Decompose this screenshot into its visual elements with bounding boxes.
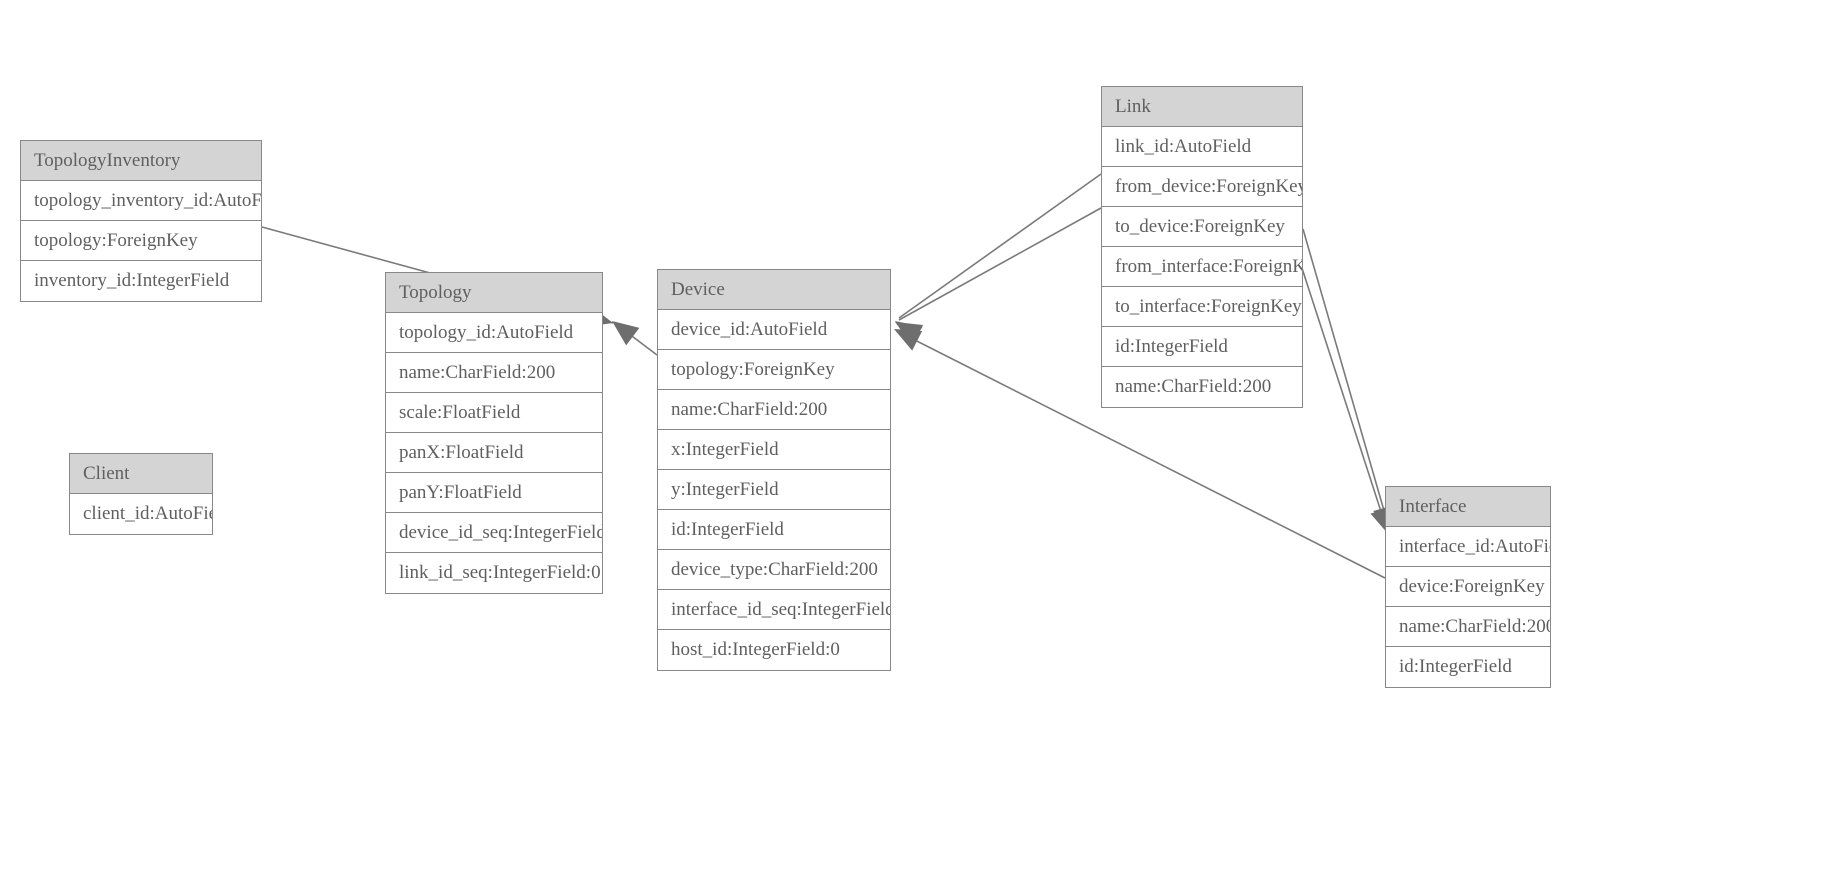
entity-field-row[interactable]: inventory_id:IntegerField (21, 261, 261, 301)
entity-field-row[interactable]: device_id_seq:IntegerField:0 (386, 513, 602, 553)
entity-title-link: Link (1102, 87, 1302, 127)
entity-field-row[interactable]: name:CharField:200 (386, 353, 602, 393)
entity-field-row[interactable]: name:CharField:200 (1386, 607, 1550, 647)
relation-arrowhead-link-to_device (895, 322, 924, 345)
entity-field-row[interactable]: panX:FloatField (386, 433, 602, 473)
relation-line-link-from_interface (1302, 228, 1390, 529)
relation-arrowhead-link-from_device (895, 321, 923, 345)
entity-field-row[interactable]: topology_id:AutoField (386, 313, 602, 353)
entity-field-row[interactable]: from_interface:ForeignKey (1102, 247, 1302, 287)
relation-line-link-to_interface (1299, 261, 1388, 531)
entity-field-row[interactable]: x:IntegerField (658, 430, 890, 470)
relation-line-link-from_device (898, 173, 1102, 319)
entity-field-row[interactable]: y:IntegerField (658, 470, 890, 510)
entity-title-topology_inventory: TopologyInventory (21, 141, 261, 181)
entity-field-row[interactable]: scale:FloatField (386, 393, 602, 433)
entity-title-device: Device (658, 270, 890, 310)
entity-field-row[interactable]: device_type:CharField:200 (658, 550, 890, 590)
relation-line-device-topology (615, 323, 658, 356)
entity-title-topology: Topology (386, 273, 602, 313)
entity-title-interface: Interface (1386, 487, 1550, 527)
entity-title-client: Client (70, 454, 212, 494)
entity-field-row[interactable]: host_id:IntegerField:0 (658, 630, 890, 670)
entity-field-row[interactable]: from_device:ForeignKey (1102, 167, 1302, 207)
entity-field-row[interactable]: id:IntegerField (1102, 327, 1302, 367)
entity-field-row[interactable]: link_id_seq:IntegerField:0 (386, 553, 602, 593)
entity-field-row[interactable]: link_id:AutoField (1102, 127, 1302, 167)
entity-field-row[interactable]: device_id:AutoField (658, 310, 890, 350)
entity-field-row[interactable]: panY:FloatField (386, 473, 602, 513)
entity-field-row[interactable]: topology:ForeignKey (21, 221, 261, 261)
relation-line-link-to_device (898, 207, 1102, 321)
entity-field-row[interactable]: device:ForeignKey (1386, 567, 1550, 607)
entity-field-row[interactable]: id:IntegerField (658, 510, 890, 550)
entity-box-interface[interactable]: Interfaceinterface_id:AutoFielddevice:Fo… (1385, 486, 1551, 688)
entity-field-row[interactable]: to_device:ForeignKey (1102, 207, 1302, 247)
entity-field-row[interactable]: topology_inventory_id:AutoField (21, 181, 261, 221)
relation-arrowhead-interface-device (894, 329, 923, 351)
entity-field-row[interactable]: interface_id_seq:IntegerField:0 (658, 590, 890, 630)
relation-arrowhead-device-topology (612, 321, 640, 346)
entity-field-row[interactable]: client_id:AutoField (70, 494, 212, 534)
entity-field-row[interactable]: interface_id:AutoField (1386, 527, 1550, 567)
entity-field-row[interactable]: to_interface:ForeignKey (1102, 287, 1302, 327)
entity-field-row[interactable]: name:CharField:200 (1102, 367, 1302, 407)
entity-field-row[interactable]: name:CharField:200 (658, 390, 890, 430)
entity-field-row[interactable]: topology:ForeignKey (658, 350, 890, 390)
entity-field-row[interactable]: id:IntegerField (1386, 647, 1550, 687)
